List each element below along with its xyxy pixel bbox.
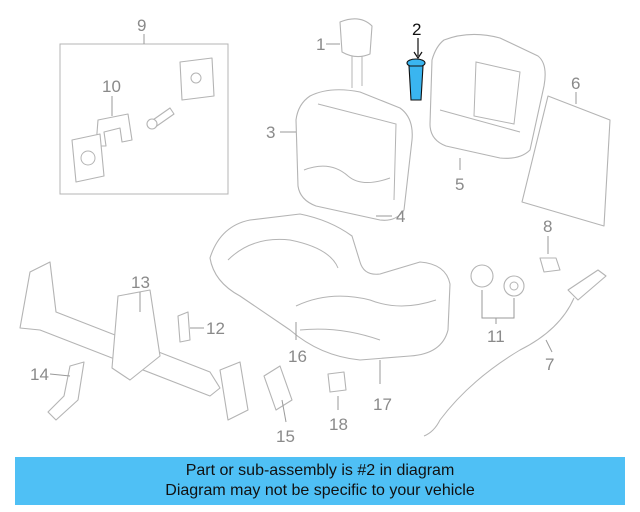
part-12-bracket	[177, 311, 204, 343]
callout-3: 3	[266, 123, 275, 142]
callout-5: 5	[455, 175, 464, 194]
part-13-seat-frame	[19, 261, 249, 421]
callout-4: 4	[396, 207, 405, 226]
callout-15: 15	[276, 427, 295, 446]
part-1-headrest	[326, 18, 373, 88]
callout-8: 8	[543, 217, 552, 236]
part-5-seatback-frame	[429, 33, 546, 170]
callout-16: 16	[288, 347, 307, 366]
callout-10: 10	[102, 77, 121, 96]
part-2-headrest-guide	[406, 38, 426, 101]
callout-6: 6	[571, 74, 580, 93]
part-9-bracket-kit	[59, 34, 229, 195]
callout-13: 13	[131, 273, 150, 292]
part-6-back-panel	[521, 92, 611, 227]
info-banner: Part or sub-assembly is #2 in diagram Di…	[15, 457, 625, 505]
callout-14: 14	[30, 365, 49, 384]
callout-11: 11	[487, 327, 505, 346]
part-18-clip	[327, 371, 347, 410]
callout-17: 17	[373, 395, 392, 414]
banner-line-1: Part or sub-assembly is #2 in diagram	[185, 462, 455, 479]
callout-2: 2	[412, 20, 421, 39]
part-3-seatback-cover	[280, 89, 413, 221]
part-14-bracket	[47, 361, 85, 421]
part-16-17-seat-cushion	[209, 213, 451, 384]
banner-line-2: Diagram may not be specific to your vehi…	[165, 482, 475, 499]
part-7-cable	[423, 269, 607, 437]
callout-18: 18	[329, 415, 348, 434]
callout-9: 9	[137, 16, 146, 35]
parts-diagram: 9 10 1 2 3 4 5 6 8 11 7 13 12 14 16 17 1…	[19, 16, 611, 446]
callout-12: 12	[206, 319, 225, 338]
part-8-clip	[539, 236, 561, 273]
part-15-bracket	[263, 365, 293, 423]
part-11-caps	[470, 264, 525, 324]
callout-1: 1	[316, 35, 325, 54]
callout-7: 7	[545, 355, 554, 374]
